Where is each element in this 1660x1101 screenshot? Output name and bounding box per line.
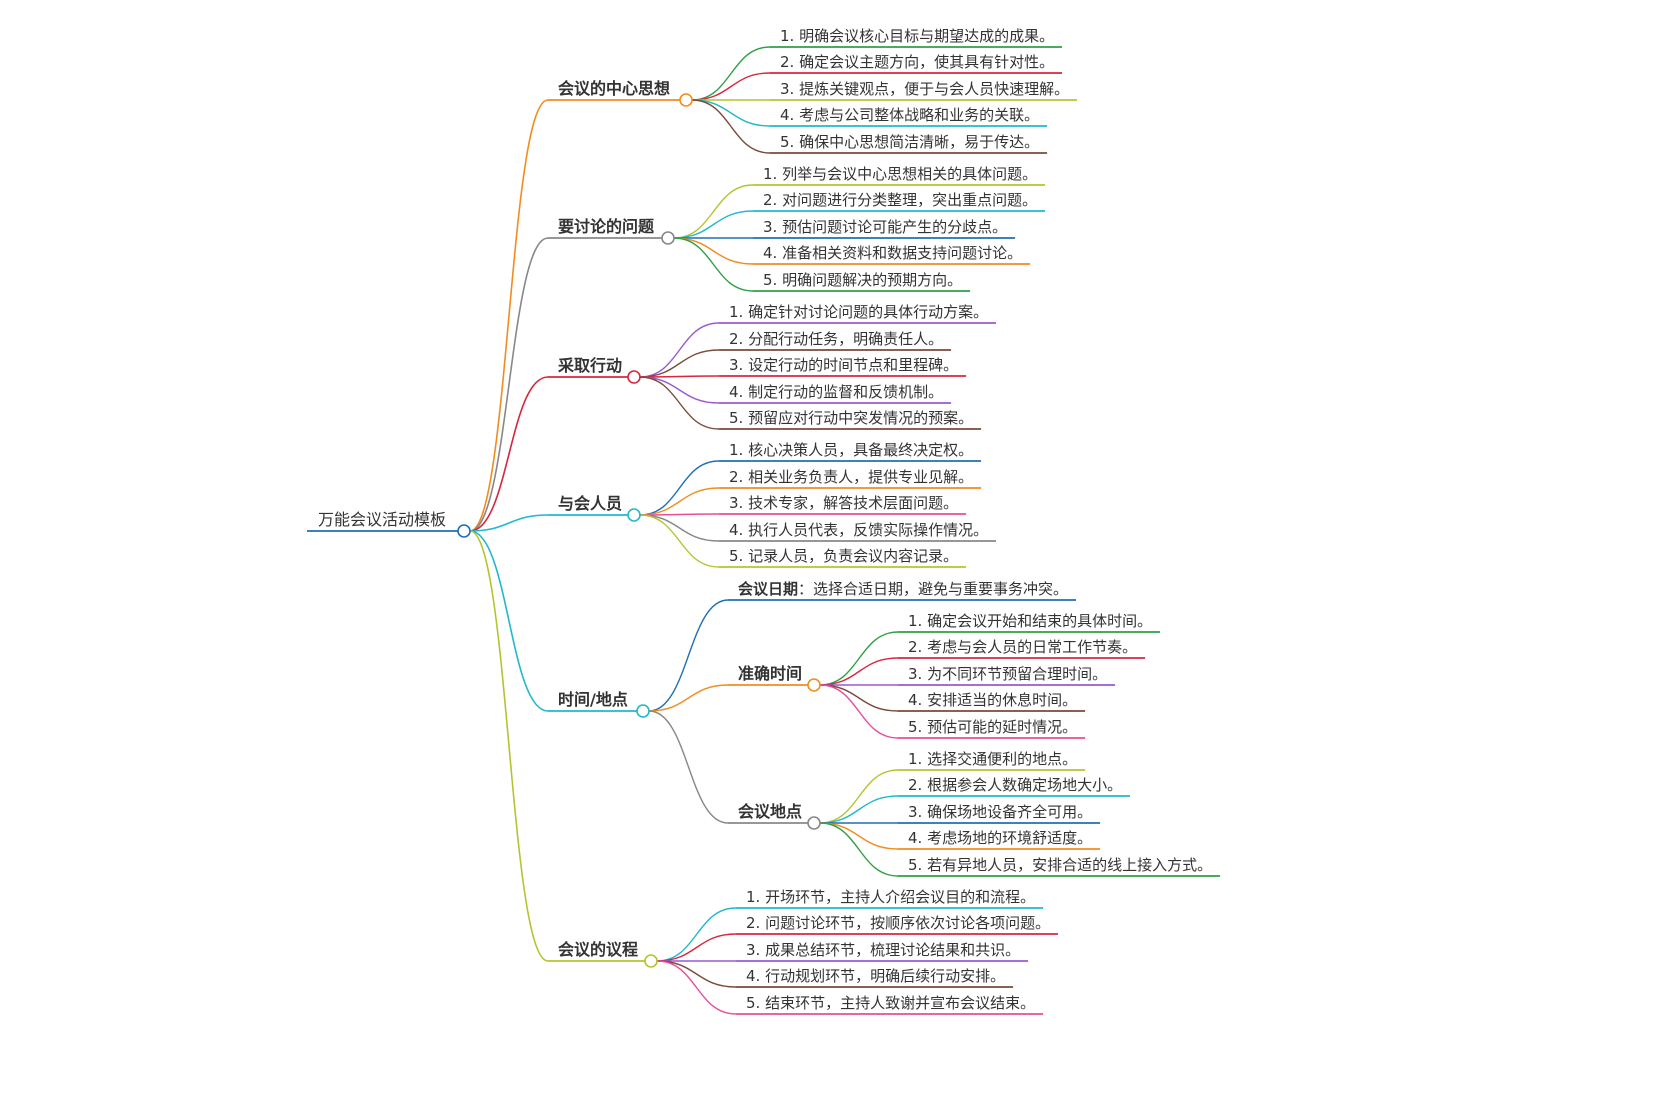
exact-time-item-1: 1. 确定会议开始和结束的具体时间。 [908, 612, 1152, 630]
branch-2-item-1-link [673, 184, 754, 239]
exact-time-item-4-link [819, 684, 899, 712]
branch-6-item-2: 2. 问题讨论环节，按顺序依次讨论各项问题。 [746, 914, 1050, 932]
meeting-location-item-4: 4. 考虑场地的环境舒适度。 [908, 829, 1092, 847]
branch-2-link [469, 237, 549, 532]
branch-2-item-2-link [673, 210, 754, 239]
branch-1-item-1: 1. 明确会议核心目标与期望达成的成果。 [780, 27, 1054, 45]
branch-6-item-2-link [656, 933, 737, 962]
meeting-date-link [648, 599, 729, 712]
branch-5-topic[interactable]: 时间/地点 [558, 690, 628, 709]
meeting-location-link [648, 710, 729, 824]
branch-6-item-1-link [656, 907, 737, 962]
branch-3-item-3: 3. 设定行动的时间节点和里程碑。 [729, 356, 958, 374]
branch-3-topic[interactable]: 采取行动 [557, 356, 622, 375]
meeting-date-item[interactable]: 会议日期：选择合适日期，避免与重要事务冲突。 [738, 580, 1068, 598]
branch-6-item-4: 4. 行动规划环节，明确后续行动安排。 [746, 967, 1005, 985]
branch-3-collapse-toggle[interactable] [627, 370, 641, 384]
exact-time-collapse-toggle[interactable] [807, 678, 821, 692]
branch-2-item-5-link [673, 237, 754, 292]
branch-1-collapse-toggle[interactable] [679, 93, 693, 107]
root-topic[interactable]: 万能会议活动模板 [318, 510, 446, 529]
branch-4-item-3: 3. 技术专家，解答技术层面问题。 [729, 494, 958, 512]
meeting-date-text: ：选择合适日期，避免与重要事务冲突。 [798, 580, 1068, 598]
branch-4-item-5: 5. 记录人员，负责会议内容记录。 [729, 547, 958, 565]
exact-time-item-4: 4. 安排适当的休息时间。 [908, 691, 1077, 709]
branch-3-item-1-link [639, 322, 720, 378]
meeting-date-label: 会议日期 [738, 580, 798, 598]
branch-1-topic[interactable]: 会议的中心思想 [558, 79, 670, 98]
branch-1-item-2-link [691, 72, 771, 101]
exact-time-link [648, 684, 729, 712]
branch-6-item-5-link [656, 960, 737, 1015]
branch-1-item-5: 5. 确保中心思想简洁清晰，易于传达。 [780, 133, 1039, 151]
meeting-location-item-3: 3. 确保场地设备齐全可用。 [908, 803, 1092, 821]
meeting-location-item-5-link [819, 822, 899, 877]
meeting-location-item-1-link [819, 769, 899, 824]
branch-1-item-5-link [691, 99, 771, 154]
branch-4-item-1-link [639, 460, 720, 516]
branch-4-item-4: 4. 执行人员代表，反馈实际操作情况。 [729, 521, 988, 539]
branch-2-item-3: 3. 预估问题讨论可能产生的分歧点。 [763, 218, 1007, 236]
branch-5-link [469, 530, 549, 712]
branch-2-item-2: 2. 对问题进行分类整理，突出重点问题。 [763, 191, 1037, 209]
branch-2-item-4: 4. 准备相关资料和数据支持问题讨论。 [763, 244, 1022, 262]
exact-time-topic[interactable]: 准确时间 [738, 664, 802, 683]
branch-3-item-4-link [639, 376, 720, 404]
exact-time-item-2: 2. 考虑与会人员的日常工作节奏。 [908, 638, 1137, 656]
exact-time-item-5: 5. 预估可能的延时情况。 [908, 718, 1077, 736]
branch-6-topic[interactable]: 会议的议程 [558, 940, 638, 959]
branch-1-item-3: 3. 提炼关键观点，便于与会人员快速理解。 [780, 80, 1069, 98]
branch-4-item-4-link [639, 514, 720, 542]
meeting-location-item-2-link [819, 795, 899, 824]
branch-3-link [469, 376, 549, 532]
branch-4-item-2: 2. 相关业务负责人，提供专业见解。 [729, 468, 973, 486]
branch-4-item-5-link [639, 514, 720, 568]
branch-6-item-3: 3. 成果总结环节，梳理讨论结果和共识。 [746, 941, 1020, 959]
mind-map-nodes: 万能会议活动模板 会议的中心思想 1. 明确会议核心目标与期望达成的成果。 2. 确定… [318, 27, 1212, 1012]
exact-time-item-3: 3. 为不同环节预留合理时间。 [908, 665, 1107, 683]
meeting-location-collapse-toggle[interactable] [807, 816, 821, 830]
branch-2-item-1: 1. 列举与会议中心思想相关的具体问题。 [763, 165, 1037, 183]
meeting-location-item-5: 5. 若有异地人员，安排合适的线上接入方式。 [908, 856, 1212, 874]
branch-3-item-2-link [639, 349, 720, 378]
branch-5-collapse-toggle[interactable] [636, 704, 650, 718]
root-collapse-toggle[interactable] [457, 524, 471, 538]
branch-6-item-4-link [656, 960, 737, 988]
branch-3-item-5: 5. 预留应对行动中突发情况的预案。 [729, 409, 973, 427]
branch-6-collapse-toggle[interactable] [644, 954, 658, 968]
exact-time-item-2-link [819, 657, 899, 686]
branch-4-item-2-link [639, 487, 720, 516]
branch-1-item-4-link [691, 99, 771, 127]
branch-6-item-1: 1. 开场环节，主持人介绍会议目的和流程。 [746, 888, 1035, 906]
exact-time-item-1-link [819, 631, 899, 686]
branch-1-link [469, 99, 549, 532]
branch-3-item-1: 1. 确定针对讨论问题的具体行动方案。 [729, 303, 988, 321]
branch-2-collapse-toggle[interactable] [661, 231, 675, 245]
branch-6-item-5: 5. 结束环节，主持人致谢并宣布会议结束。 [746, 994, 1035, 1012]
meeting-location-item-1: 1. 选择交通便利的地点。 [908, 750, 1077, 768]
branch-2-topic[interactable]: 要讨论的问题 [558, 217, 655, 236]
branch-3-item-5-link [639, 376, 720, 430]
branch-2-item-4-link [673, 237, 754, 265]
branch-6-link [469, 530, 549, 962]
branch-4-item-1: 1. 核心决策人员，具备最终决定权。 [729, 441, 973, 459]
branch-1-item-4: 4. 考虑与公司整体战略和业务的关联。 [780, 106, 1039, 124]
branch-3-item-4: 4. 制定行动的监督和反馈机制。 [729, 383, 943, 401]
branch-4-collapse-toggle[interactable] [627, 508, 641, 522]
meeting-location-item-2: 2. 根据参会人数确定场地大小。 [908, 776, 1122, 794]
branch-3-item-2: 2. 分配行动任务，明确责任人。 [729, 330, 943, 348]
connector-lines [307, 46, 1221, 1015]
branch-4-link [469, 514, 549, 532]
exact-time-item-5-link [819, 684, 899, 739]
branch-4-topic[interactable]: 与会人员 [558, 494, 622, 513]
branch-2-item-5: 5. 明确问题解决的预期方向。 [763, 271, 962, 289]
meeting-location-item-4-link [819, 822, 899, 850]
branch-1-item-2: 2. 确定会议主题方向，使其具有针对性。 [780, 53, 1054, 71]
branch-1-item-1-link [691, 46, 771, 101]
meeting-location-topic[interactable]: 会议地点 [738, 802, 802, 821]
